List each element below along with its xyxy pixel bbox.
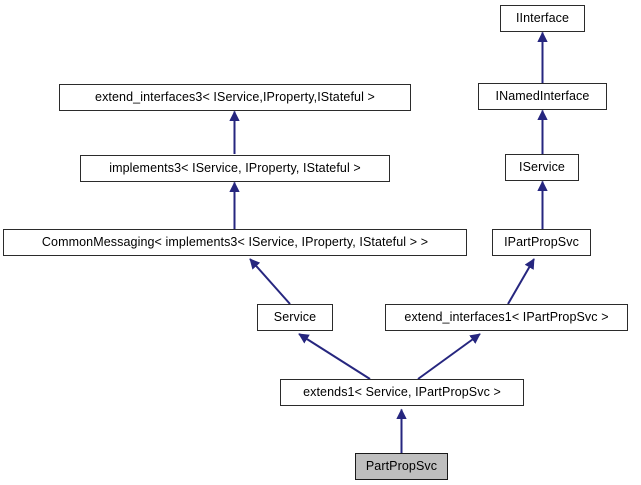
- class-node-partpropsvc[interactable]: PartPropSvc: [355, 453, 448, 480]
- class-node-label: IInterface: [515, 11, 570, 26]
- class-node-label: extend_interfaces1< IPartPropSvc >: [404, 310, 609, 325]
- class-node-commonmessaging[interactable]: CommonMessaging< implements3< IService, …: [3, 229, 467, 256]
- class-node-extend-interfaces3[interactable]: extend_interfaces3< IService,IProperty,I…: [59, 84, 411, 111]
- class-node-label: CommonMessaging< implements3< IService, …: [41, 235, 429, 250]
- class-node-label: PartPropSvc: [365, 459, 438, 474]
- class-node-label: INamedInterface: [495, 89, 590, 104]
- class-node-extends1[interactable]: extends1< Service, IPartPropSvc >: [280, 379, 524, 406]
- edge-service-to-commonmessaging: [249, 258, 291, 305]
- class-node-implements3[interactable]: implements3< IService, IProperty, IState…: [80, 155, 390, 182]
- edge-extend-interfaces1-to-ipartpropsvc: [507, 258, 535, 305]
- class-node-label: IPartPropSvc: [504, 235, 579, 250]
- class-node-service[interactable]: Service: [257, 304, 333, 331]
- class-node-iinterface[interactable]: IInterface: [500, 5, 585, 32]
- class-node-inamedinterface[interactable]: INamedInterface: [478, 83, 607, 110]
- class-node-label: Service: [273, 310, 317, 325]
- class-node-extend-interfaces1[interactable]: extend_interfaces1< IPartPropSvc >: [385, 304, 628, 331]
- edge-extends1-to-extend-interfaces1: [417, 333, 481, 380]
- class-node-label: extend_interfaces3< IService,IProperty,I…: [95, 90, 375, 105]
- edge-extends1-to-service: [298, 333, 371, 380]
- class-node-label: IService: [519, 160, 565, 175]
- class-node-iservice[interactable]: IService: [505, 154, 579, 181]
- class-node-label: extends1< Service, IPartPropSvc >: [303, 385, 501, 400]
- class-node-label: implements3< IService, IProperty, IState…: [109, 161, 361, 176]
- class-node-ipartpropsvc[interactable]: IPartPropSvc: [492, 229, 591, 256]
